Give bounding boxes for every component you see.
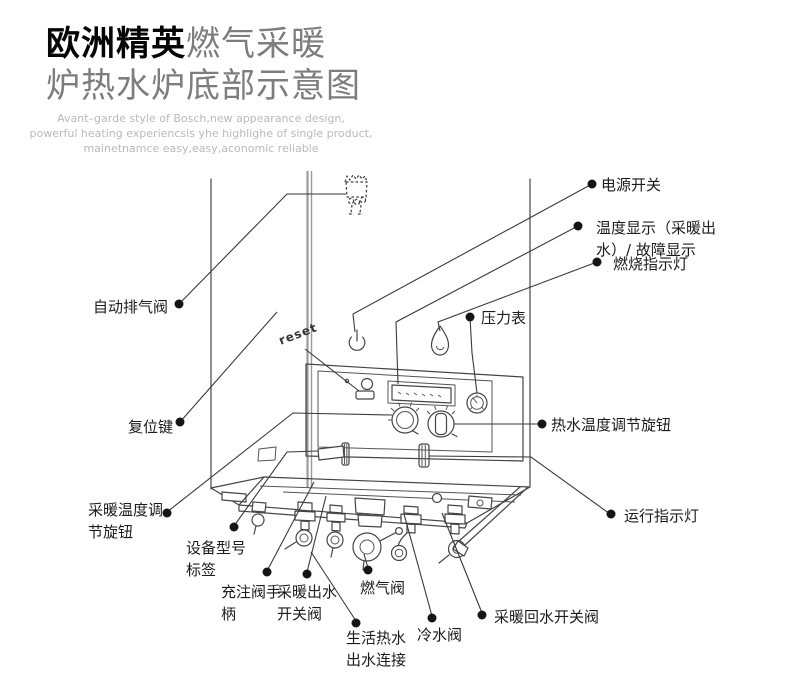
panel-recess (317, 370, 493, 453)
side-vent-plate (257, 446, 277, 462)
label-temp-display: 温度显示（采暖出 水）/ 故障显示 (596, 217, 716, 261)
label-heating-knob: 采暖温度调 节旋钮 (88, 499, 163, 543)
reset-button (355, 390, 375, 400)
dot-auto-exhaust (174, 299, 184, 309)
label-dhw-line2: 出水连接 (346, 651, 407, 669)
dot-power-switch (587, 179, 597, 189)
auto-exhaust-valve-drawing (344, 174, 368, 215)
control-panel (305, 363, 524, 468)
line-burn-indicator (437, 261, 598, 332)
pipe-cluster (251, 486, 528, 571)
line-temp-display (395, 225, 579, 385)
line-heating-knob (166, 412, 393, 513)
label-cold-water-valve: 冷水阀 (417, 626, 463, 644)
callout-dots (162, 179, 616, 628)
subtitle-line-1: Avant–garde style of Bosch,new appearanc… (57, 112, 345, 125)
bottom-tray (238, 476, 531, 529)
label-auto-exhaust: 自动排气阀 (93, 298, 169, 316)
label-nameplate-line1: 设备型号 (186, 539, 247, 557)
line-heating-out-valve (306, 495, 327, 573)
label-temp-display-line2: 水）/ 故障显示 (596, 241, 696, 259)
label-burn-indicator: 燃烧指示灯 (613, 255, 689, 273)
dot-burn-indicator (592, 257, 602, 267)
line-auto-exhaust (178, 193, 346, 305)
line-nameplate (233, 450, 319, 527)
cabinet-outline (210, 171, 531, 506)
display-bezel (387, 380, 456, 407)
dot-run-indicator (606, 509, 616, 519)
line-pressure-gauge (469, 316, 478, 394)
dot-nameplate (229, 522, 239, 532)
dot-cold-water-valve (427, 613, 437, 623)
dhw-outlet-pipe (326, 504, 346, 558)
subtitle-english: Avant–garde style of Bosch,new appearanc… (18, 111, 384, 156)
title-brand-bold: 欧洲精英 (46, 24, 186, 64)
dot-fill-valve (262, 567, 272, 577)
dot-heating-out-valve (302, 569, 312, 579)
label-temp-display-line1: 温度显示（采暖出 (596, 219, 717, 237)
line-reset-print (304, 348, 360, 392)
line-power-switch (352, 183, 593, 333)
label-heating-knob-line2: 节旋钮 (88, 523, 134, 541)
cold-water-pipe (390, 505, 422, 562)
label-heating-out-line2: 开关阀 (277, 605, 323, 623)
line-dhw-connection (310, 551, 357, 622)
label-reset-key: 复位键 (128, 418, 174, 436)
label-run-indicator: 运行指示灯 (624, 507, 700, 525)
model-nameplate (317, 445, 345, 461)
dot-temp-display (573, 221, 583, 231)
round-button (360, 377, 374, 391)
line-cold-water-valve (403, 513, 433, 617)
display-window (391, 384, 452, 404)
dot-dhw-connection (351, 618, 361, 628)
callout-lines (166, 183, 611, 622)
panel-outline (305, 363, 524, 462)
subtitle-line-2: powerful heating experiencsis yhe highli… (29, 127, 373, 140)
pressure-gauge-drawing (466, 392, 488, 414)
line-run-indicator (428, 455, 611, 515)
label-power-switch: 电源开关 (601, 176, 662, 194)
display-scale-marks (397, 391, 442, 398)
label-hot-water-knob: 热水温度调节旋钮 (551, 416, 672, 434)
page-title-line1: 欧洲精英燃气采暖 (46, 24, 326, 64)
label-heating-out-line1: 采暖出水 (277, 583, 338, 601)
run-indicator-slot (418, 443, 430, 468)
line-heating-return-valve (441, 512, 483, 614)
cabinet-foot (221, 491, 247, 503)
label-gas-valve: 燃气阀 (360, 579, 406, 597)
power-icon (348, 329, 366, 351)
line-fill-valve (266, 481, 315, 572)
label-heating-knob-line1: 采暖温度调 (88, 501, 164, 519)
subtitle-line-3: mainetnamce easy,easy,aconomic reliable (83, 142, 319, 155)
flame-icon (430, 325, 450, 356)
knob-grip (434, 412, 448, 436)
label-dhw-connection: 生活热水 出水连接 (346, 627, 406, 671)
label-nameplate-line2: 标签 (186, 561, 217, 579)
title-brand-light: 燃气采暖 (186, 24, 326, 64)
line-reset-key (179, 311, 278, 423)
label-heating-out-valve: 采暖出水 开关阀 (277, 581, 337, 625)
page-title-line2: 炉热水炉底部示意图 (46, 66, 361, 106)
label-nameplate: 设备型号 标签 (186, 537, 246, 581)
dot-heating-knob (162, 508, 172, 518)
gas-valve-drawing (352, 497, 404, 571)
label-pressure-gauge: 压力表 (481, 309, 527, 327)
dot-heating-return-valve (477, 610, 487, 620)
dot-pressure-gauge (465, 312, 475, 322)
label-dhw-line1: 生活热水 (346, 629, 407, 647)
label-fill-valve-line1: 充注阀手 (221, 583, 282, 601)
label-fill-valve: 充注阀手 柄 (221, 581, 281, 625)
label-heating-return-valve: 采暖回水开关阀 (494, 608, 600, 626)
dot-hot-water-knob (537, 419, 547, 429)
hot-water-temp-knob-drawing (426, 405, 458, 438)
heating-temp-knob-drawing (388, 402, 420, 435)
cabinet-bottom-left-edge (210, 476, 265, 489)
dot-reset-key (175, 417, 185, 427)
dot-gas-valve (363, 565, 373, 575)
label-fill-valve-line2: 柄 (221, 605, 237, 623)
